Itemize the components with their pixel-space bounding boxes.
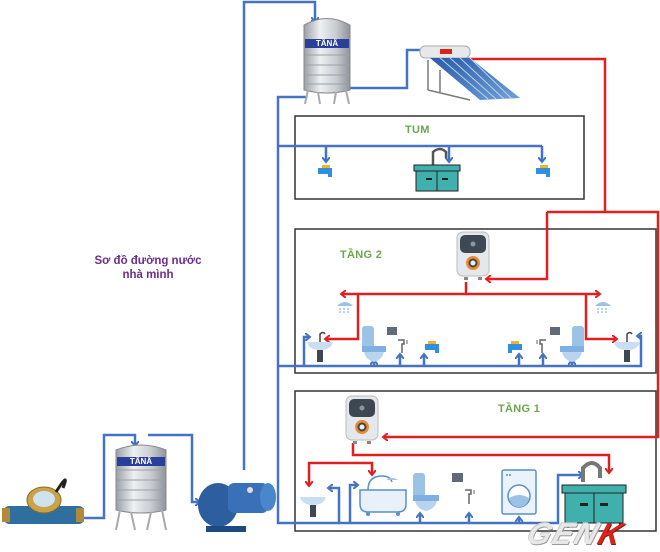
title-line-2: nhà mình [122,269,174,281]
bidet-spray-tang1-icon [465,489,475,504]
bidet-spray-left-icon [398,339,408,353]
washing-machine-icon [501,469,537,515]
water-meter-icon [2,478,84,524]
ground-tank-icon: TÂNÂ [115,444,167,531]
faucet-tang2-right-icon [508,341,522,353]
kitchen-sink-tang1-icon [561,461,627,528]
tank-brand-label: TÂNÂ [130,457,152,466]
hot-water-pipes [309,57,660,486]
tank-brand-label: TÂNÂ [316,39,338,48]
pipe-tank-to-pump [148,433,200,502]
roof-tank-icon: TÂNÂ [303,18,351,105]
cold-water-pipes [83,0,643,525]
floor-box-tang2 [294,228,657,374]
pipe-roof-to-solar [345,48,420,90]
floor-box-tum [294,115,585,200]
floor-box-tang1 [294,390,657,532]
pipe-solar-out [468,57,607,212]
diagram-title: Sơ đồ đường nước nhà mình [78,254,218,282]
tum-kitchen-sink-icon [413,147,461,192]
shower-head-left-icon [337,302,353,313]
tum-faucet-left [318,165,332,177]
shower-head-right-icon [595,302,611,313]
floor-label-tang1: TẦNG 1 [498,403,541,415]
wash-basin-right-icon [614,331,640,362]
solar-heater-icon [419,45,520,101]
tissue-holder-tang1-icon [452,473,463,482]
pipe-tang1-header [300,475,583,525]
logo-main: GEN [522,518,605,551]
genk-watermark-logo: GENK [522,518,628,552]
tissue-holder-right-icon [550,327,560,335]
tum-faucet-right [536,165,550,177]
faucet-tang2-left-icon [425,341,439,353]
pipe-roof-down [276,95,307,525]
pipe-meter-to-tank [83,433,135,520]
pipe-tang2-header [278,336,643,368]
heater-tang1-icon [345,395,379,444]
bidet-spray-right-icon [536,339,546,353]
wash-basin-left-icon [307,331,333,362]
toilet-tang1-icon [413,473,439,511]
pipe-riser [242,0,315,462]
floor-label-tum: TUM [405,124,430,136]
pump-icon [198,483,276,532]
pipe-hot-split [383,210,660,437]
tissue-holder-left-icon [387,327,397,335]
wash-basin-tang1-icon [300,497,326,517]
toilet-right-icon [560,326,584,362]
pipe-hot-to-tang2 [486,212,549,279]
heater-tang2-icon [456,231,490,280]
toilet-left-icon [362,326,386,362]
title-line-1: Sơ đồ đường nước [94,255,202,267]
floor-label-tang2: TẦNG 2 [340,249,383,261]
bathtub-icon [359,475,407,516]
